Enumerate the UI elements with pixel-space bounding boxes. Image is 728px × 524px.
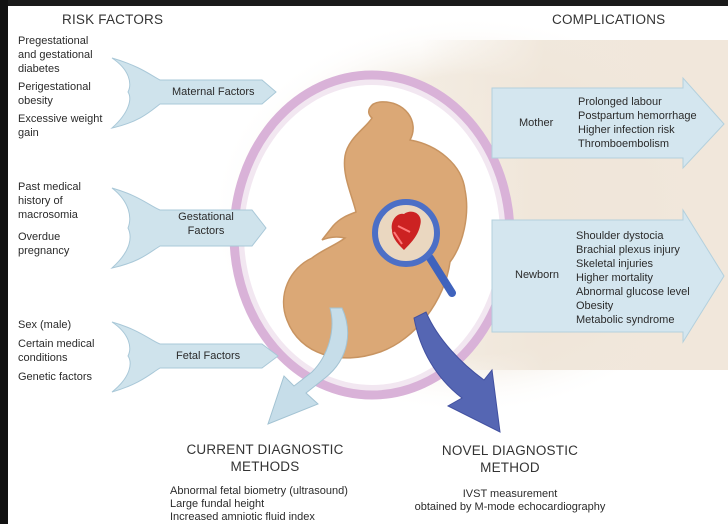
newborn-complications-list: Shoulder dystocia Brachial plexus injury… <box>576 229 690 327</box>
mother-complication: Thromboembolism <box>578 137 697 151</box>
maternal-item: gain <box>18 126 102 140</box>
newborn-complication: Metabolic syndrome <box>576 313 690 327</box>
novel-diagnostic-description: IVST measurement obtained by M-mode echo… <box>398 488 622 514</box>
mother-complication: Postpartum hemorrhage <box>578 109 697 123</box>
gestational-item: history of <box>18 194 81 208</box>
newborn-complication: Higher mortality <box>576 271 690 285</box>
gestational-item: Past medical <box>18 180 81 194</box>
newborn-complication: Shoulder dystocia <box>576 229 690 243</box>
maternal-factors-label: Maternal Factors <box>172 85 255 99</box>
complications-heading: COMPLICATIONS <box>552 12 665 27</box>
newborn-complication: Obesity <box>576 299 690 313</box>
fetal-item: conditions <box>18 351 94 365</box>
mother-complication: Higher infection risk <box>578 123 697 137</box>
fetal-item: Sex (male) <box>18 318 94 332</box>
newborn-complication: Abnormal glucose level <box>576 285 690 299</box>
maternal-item: Pregestational <box>18 34 102 48</box>
gestational-item: Overdue <box>18 230 81 244</box>
maternal-item: Perigestational <box>18 80 102 94</box>
mother-complication: Prolonged labour <box>578 95 697 109</box>
maternal-item: Excessive weight <box>18 112 102 126</box>
gestational-item: macrosomia <box>18 208 81 222</box>
left-border <box>0 0 8 524</box>
risk-factors-heading: RISK FACTORS <box>62 12 163 27</box>
maternal-item: diabetes <box>18 62 102 76</box>
current-diagnostic-title: CURRENT DIAGNOSTIC METHODS <box>160 441 370 475</box>
fetal-item: Genetic factors <box>18 370 94 384</box>
mother-label: Mother <box>519 116 553 130</box>
gestational-factors-label: Gestational Factors <box>168 210 244 238</box>
maternal-risk-list: Pregestational and gestational diabetes … <box>18 34 102 140</box>
newborn-label: Newborn <box>515 268 559 282</box>
newborn-complication: Skeletal injuries <box>576 257 690 271</box>
novel-diagnostic-title: NOVEL DIAGNOSTIC METHOD <box>415 442 605 476</box>
current-method-item: Abnormal fetal biometry (ultrasound) <box>170 485 348 498</box>
current-diagnostic-list: Abnormal fetal biometry (ultrasound) Lar… <box>170 485 348 524</box>
maternal-item: and gestational <box>18 48 102 62</box>
gestational-risk-list: Past medical history of macrosomia Overd… <box>18 180 81 258</box>
gestational-item: pregnancy <box>18 244 81 258</box>
current-method-item: Increased amniotic fluid index <box>170 511 348 524</box>
fetal-item: Certain medical <box>18 337 94 351</box>
current-method-item: Large fundal height <box>170 498 348 511</box>
maternal-item: obesity <box>18 94 102 108</box>
fetal-factors-label: Fetal Factors <box>176 349 240 363</box>
fetal-risk-list: Sex (male) Certain medical conditions Ge… <box>18 318 94 384</box>
top-border <box>0 0 728 6</box>
mother-complications-list: Prolonged labour Postpartum hemorrhage H… <box>578 95 697 151</box>
newborn-complication: Brachial plexus injury <box>576 243 690 257</box>
